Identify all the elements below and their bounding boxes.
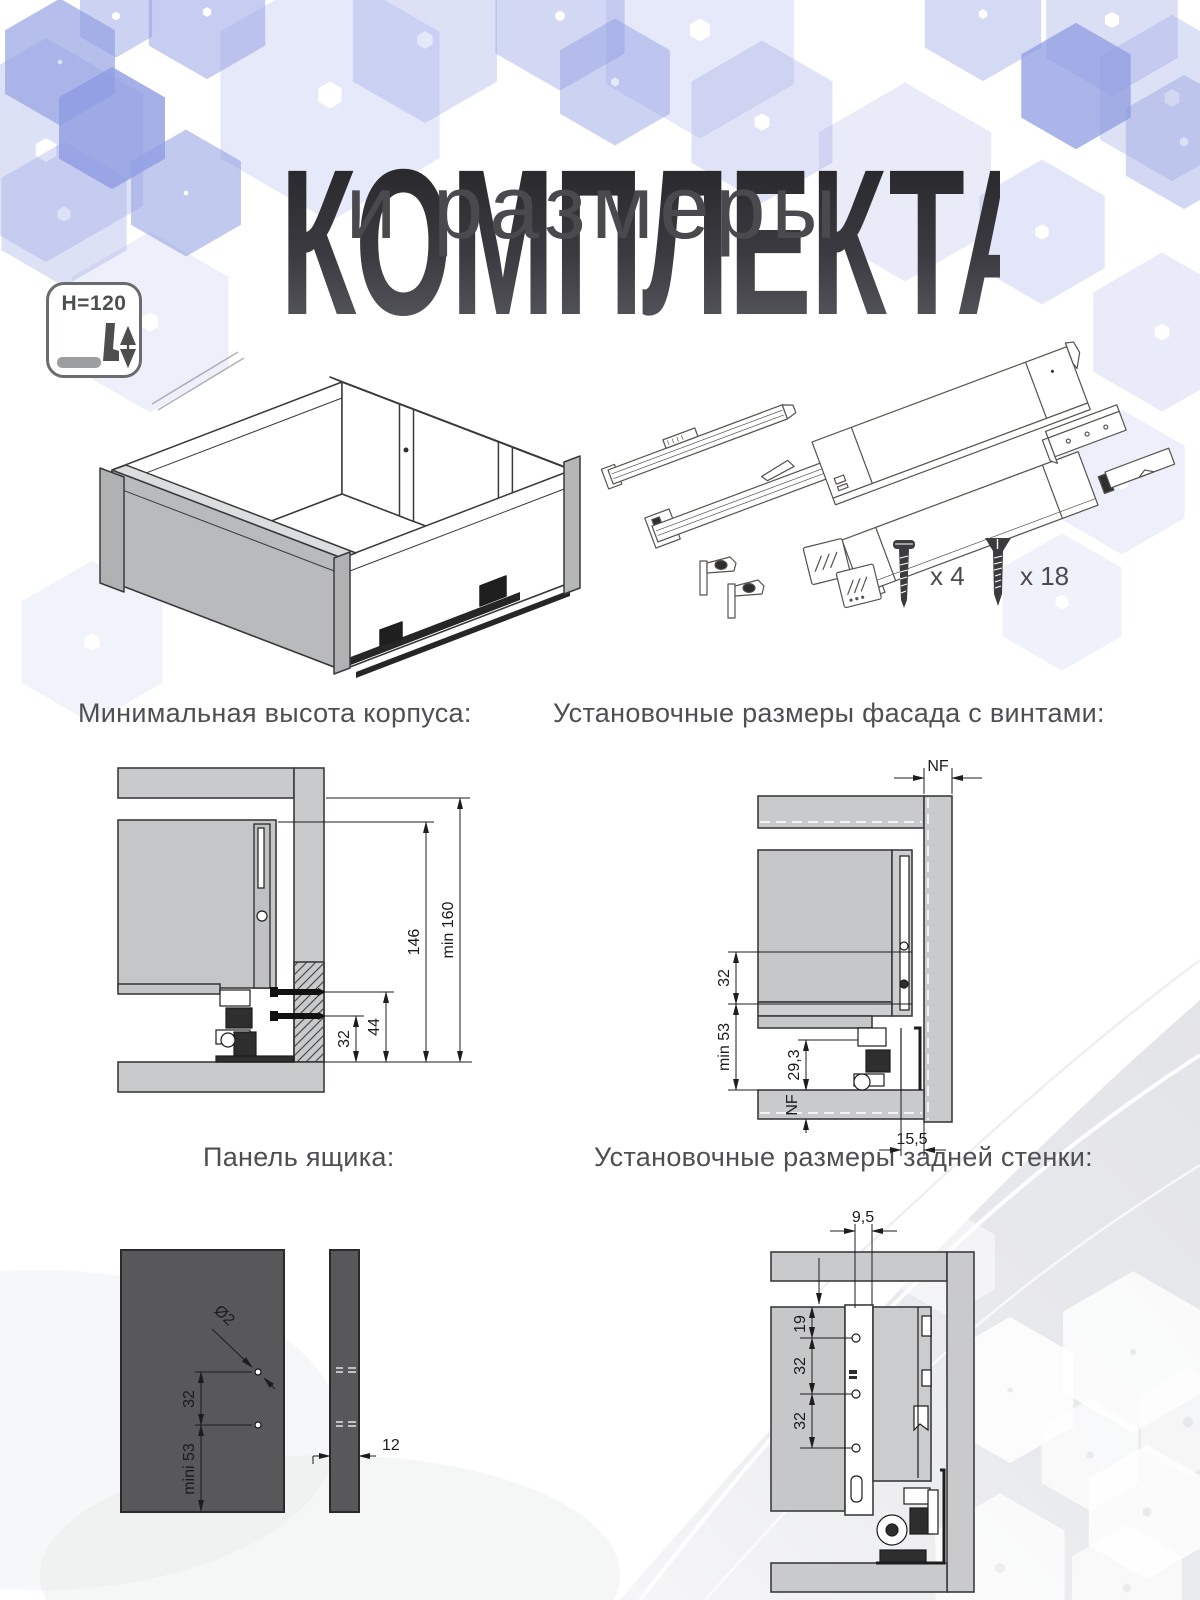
dim-29-3: 29,3 [786, 1049, 803, 1080]
panel-notches [336, 1367, 356, 1427]
kit-components-figure: x 4 x 18 [600, 341, 1176, 619]
dimension-lines [728, 768, 982, 1156]
section-label-rear: Установочные размеры задней стенки: [594, 1142, 1093, 1172]
dim-32: 32 [716, 969, 733, 987]
rear-wall-brackets [1041, 404, 1176, 495]
slide-mechanism [215, 823, 326, 1063]
slide-rails [600, 404, 855, 549]
dim-15-5: 15,5 [896, 1131, 927, 1148]
rear-bracket-details [849, 1307, 932, 1503]
cover-caps [802, 538, 882, 609]
height-class-badge: H=120 [46, 282, 142, 378]
dimension-lines [195, 1328, 376, 1512]
section-label-panel: Панель ящика: [203, 1142, 395, 1172]
flat-screw-qty: x 18 [1020, 561, 1069, 591]
drawing-facade-installation: NF 32 min 53 29,3 NF 15,5 [716, 758, 982, 1156]
slide-mechanism [853, 855, 922, 1091]
pan-screw-qty: x 4 [930, 561, 965, 591]
facade-screws [270, 987, 326, 1021]
dim-nf-bottom: NF [784, 1094, 801, 1116]
dim-32: 32 [336, 1030, 353, 1048]
dim-32b: 32 [792, 1412, 809, 1430]
page-subtitle: и размеры [345, 158, 843, 258]
dim-12: 12 [382, 1437, 400, 1454]
dim-146: 146 [406, 929, 423, 956]
dim-min160: min 160 [440, 901, 457, 958]
section-label-facade: Установочные размеры фасада с винтами: [553, 698, 1105, 728]
dim-32a: 32 [792, 1357, 809, 1375]
drawer-profile-icon [57, 323, 136, 369]
dim-mini53: mini 53 [181, 1443, 198, 1495]
drawer-isometric-figure [99, 376, 581, 678]
dim-32: 32 [181, 1390, 198, 1408]
badge-label: H=120 [61, 292, 127, 315]
dim-min53: min 53 [716, 1023, 733, 1071]
dim-9-5: 9,5 [852, 1209, 874, 1226]
drawing-rear-wall-installation: 9,5 19 32 32 [770, 1209, 975, 1593]
dim-nf-top: NF [927, 758, 949, 775]
pan-head-screw-icon [893, 540, 915, 608]
drawing-min-cabinet-height: 32 44 146 min 160 [117, 767, 472, 1093]
section-label-min-height: Минимальная высота корпуса: [78, 698, 472, 728]
countersunk-screw-icon [985, 538, 1011, 606]
dim-44: 44 [366, 1018, 383, 1036]
dimension-lines [278, 797, 472, 1063]
front-fixing-brackets [699, 556, 765, 619]
dimension-lines [800, 1224, 897, 1449]
slide-mechanism [876, 1468, 946, 1565]
dim-19: 19 [792, 1315, 809, 1333]
drawing-drawer-panel: Ø2 32 mini 53 12 [120, 1249, 400, 1513]
